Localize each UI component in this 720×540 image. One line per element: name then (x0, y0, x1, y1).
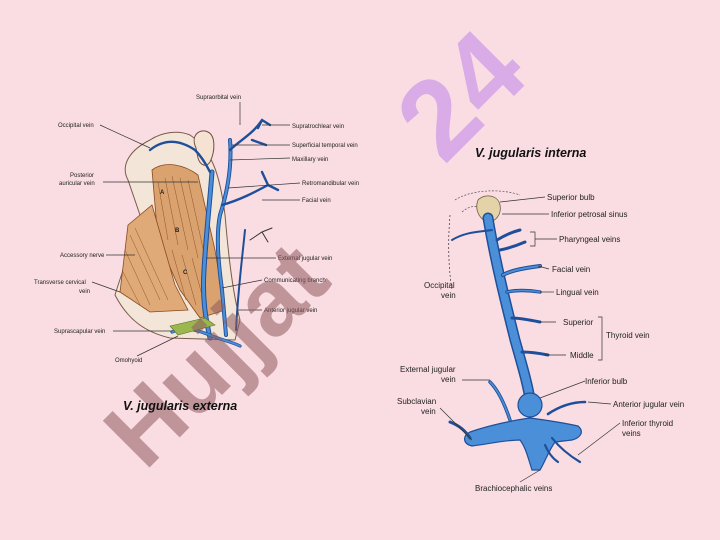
label-occipital-vein: vein (441, 291, 456, 300)
ear (193, 130, 215, 166)
label-inferior-thyroid: Inferior thyroid (622, 419, 673, 428)
label-posterior: Posterior (70, 173, 94, 179)
occipital-vein (148, 140, 212, 174)
muscle-letter-a: A (160, 190, 165, 196)
label-thyroid-vein: Thyroid vein (606, 331, 650, 340)
inferior-thyroid-tributary (543, 436, 582, 464)
subclavian-tributary (448, 420, 472, 440)
label-inferior-bulb: Inferior bulb (585, 377, 628, 386)
label-external-jugular-vein: External jugular vein (278, 256, 332, 262)
label-auricular-vein: auricular vein (59, 181, 95, 187)
left-diagram: A B C (34, 95, 359, 364)
label-inferior-thyroid-veins: veins (622, 429, 641, 438)
muscle-letter-c: C (183, 270, 188, 276)
label-external-jugular-vein: vein (441, 375, 456, 384)
muscle-letter-b: B (175, 228, 180, 234)
label-communicating-branch: Communicating branch (264, 278, 326, 284)
label-transverse-cervical-vein: vein (79, 289, 90, 295)
label-anterior-jugular-vein: Anterior jugular vein (613, 400, 684, 409)
left-leader-lines (91, 102, 301, 357)
label-subclavian: Subclavian (397, 397, 436, 406)
facial-vein-branch (220, 170, 280, 207)
caption-jugularis-interna: V. jugularis interna (475, 146, 586, 160)
caption-jugularis-externa: V. jugularis externa (123, 399, 237, 413)
label-superficial-temporal-vein: Superficial temporal vein (292, 143, 358, 149)
label-omohyoid: Omohyoid (115, 358, 142, 364)
label-accessory-nerve: Accessory nerve (60, 253, 105, 259)
label-brachiocephalic-veins: Brachiocephalic veins (475, 484, 552, 493)
label-suprascapular-vein: Suprascapular vein (54, 329, 105, 335)
right-diagram: Superior bulb Inferior petrosal sinus Ph… (397, 190, 684, 493)
label-occipital: Occipital (424, 281, 455, 290)
label-occipital-vein: Occipital vein (58, 123, 94, 129)
label-lingual-vein: Lingual vein (556, 288, 599, 297)
label-transverse-cervical: Transverse cervical (34, 280, 86, 286)
middle-thyroid-vein (520, 350, 550, 357)
occipital-tributary (451, 229, 493, 241)
right-tributaries (448, 228, 587, 464)
sternocleidomastoid-muscle (151, 164, 226, 319)
brachiocephalic-veins (464, 417, 582, 471)
label-retromandibular-vein: Retromandibular vein (302, 181, 359, 187)
label-superior-bulb: Superior bulb (547, 193, 595, 202)
occipital-sinus-dashed (448, 214, 453, 291)
superficial-temporal-vein (228, 118, 272, 152)
label-facial-vein: Facial vein (302, 198, 331, 204)
skull-base-outline (454, 190, 521, 213)
right-leader-lines (439, 196, 621, 483)
label-inferior-petrosal-sinus: Inferior petrosal sinus (551, 210, 627, 219)
omohyoid-muscle (169, 317, 216, 336)
label-facial-vein: Facial vein (552, 265, 590, 274)
label-supratrochlear-vein: Supratrochlear vein (292, 124, 344, 130)
label-external-jugular: External jugular (400, 365, 456, 374)
label-maxillary-vein: Maxillary vein (292, 157, 328, 163)
external-jugular-tributary (488, 380, 512, 422)
anterior-jugular-vein (235, 229, 246, 331)
pharyngeal-veins (495, 228, 527, 252)
label-subclavian-vein: vein (421, 407, 436, 416)
anterior-jugular-tributary (546, 400, 587, 416)
label-pharyngeal-veins: Pharyngeal veins (559, 235, 620, 244)
label-middle-thyroid: Middle (570, 351, 594, 360)
superior-thyroid-vein (510, 316, 542, 324)
label-superior-thyroid: Superior (563, 318, 594, 327)
inferior-bulb (517, 392, 543, 418)
label-supraorbital-vein: Supraorbital vein (196, 95, 241, 101)
label-anterior-jugular-vein: Anterior jugular vein (264, 308, 317, 314)
superior-bulb (476, 195, 501, 223)
